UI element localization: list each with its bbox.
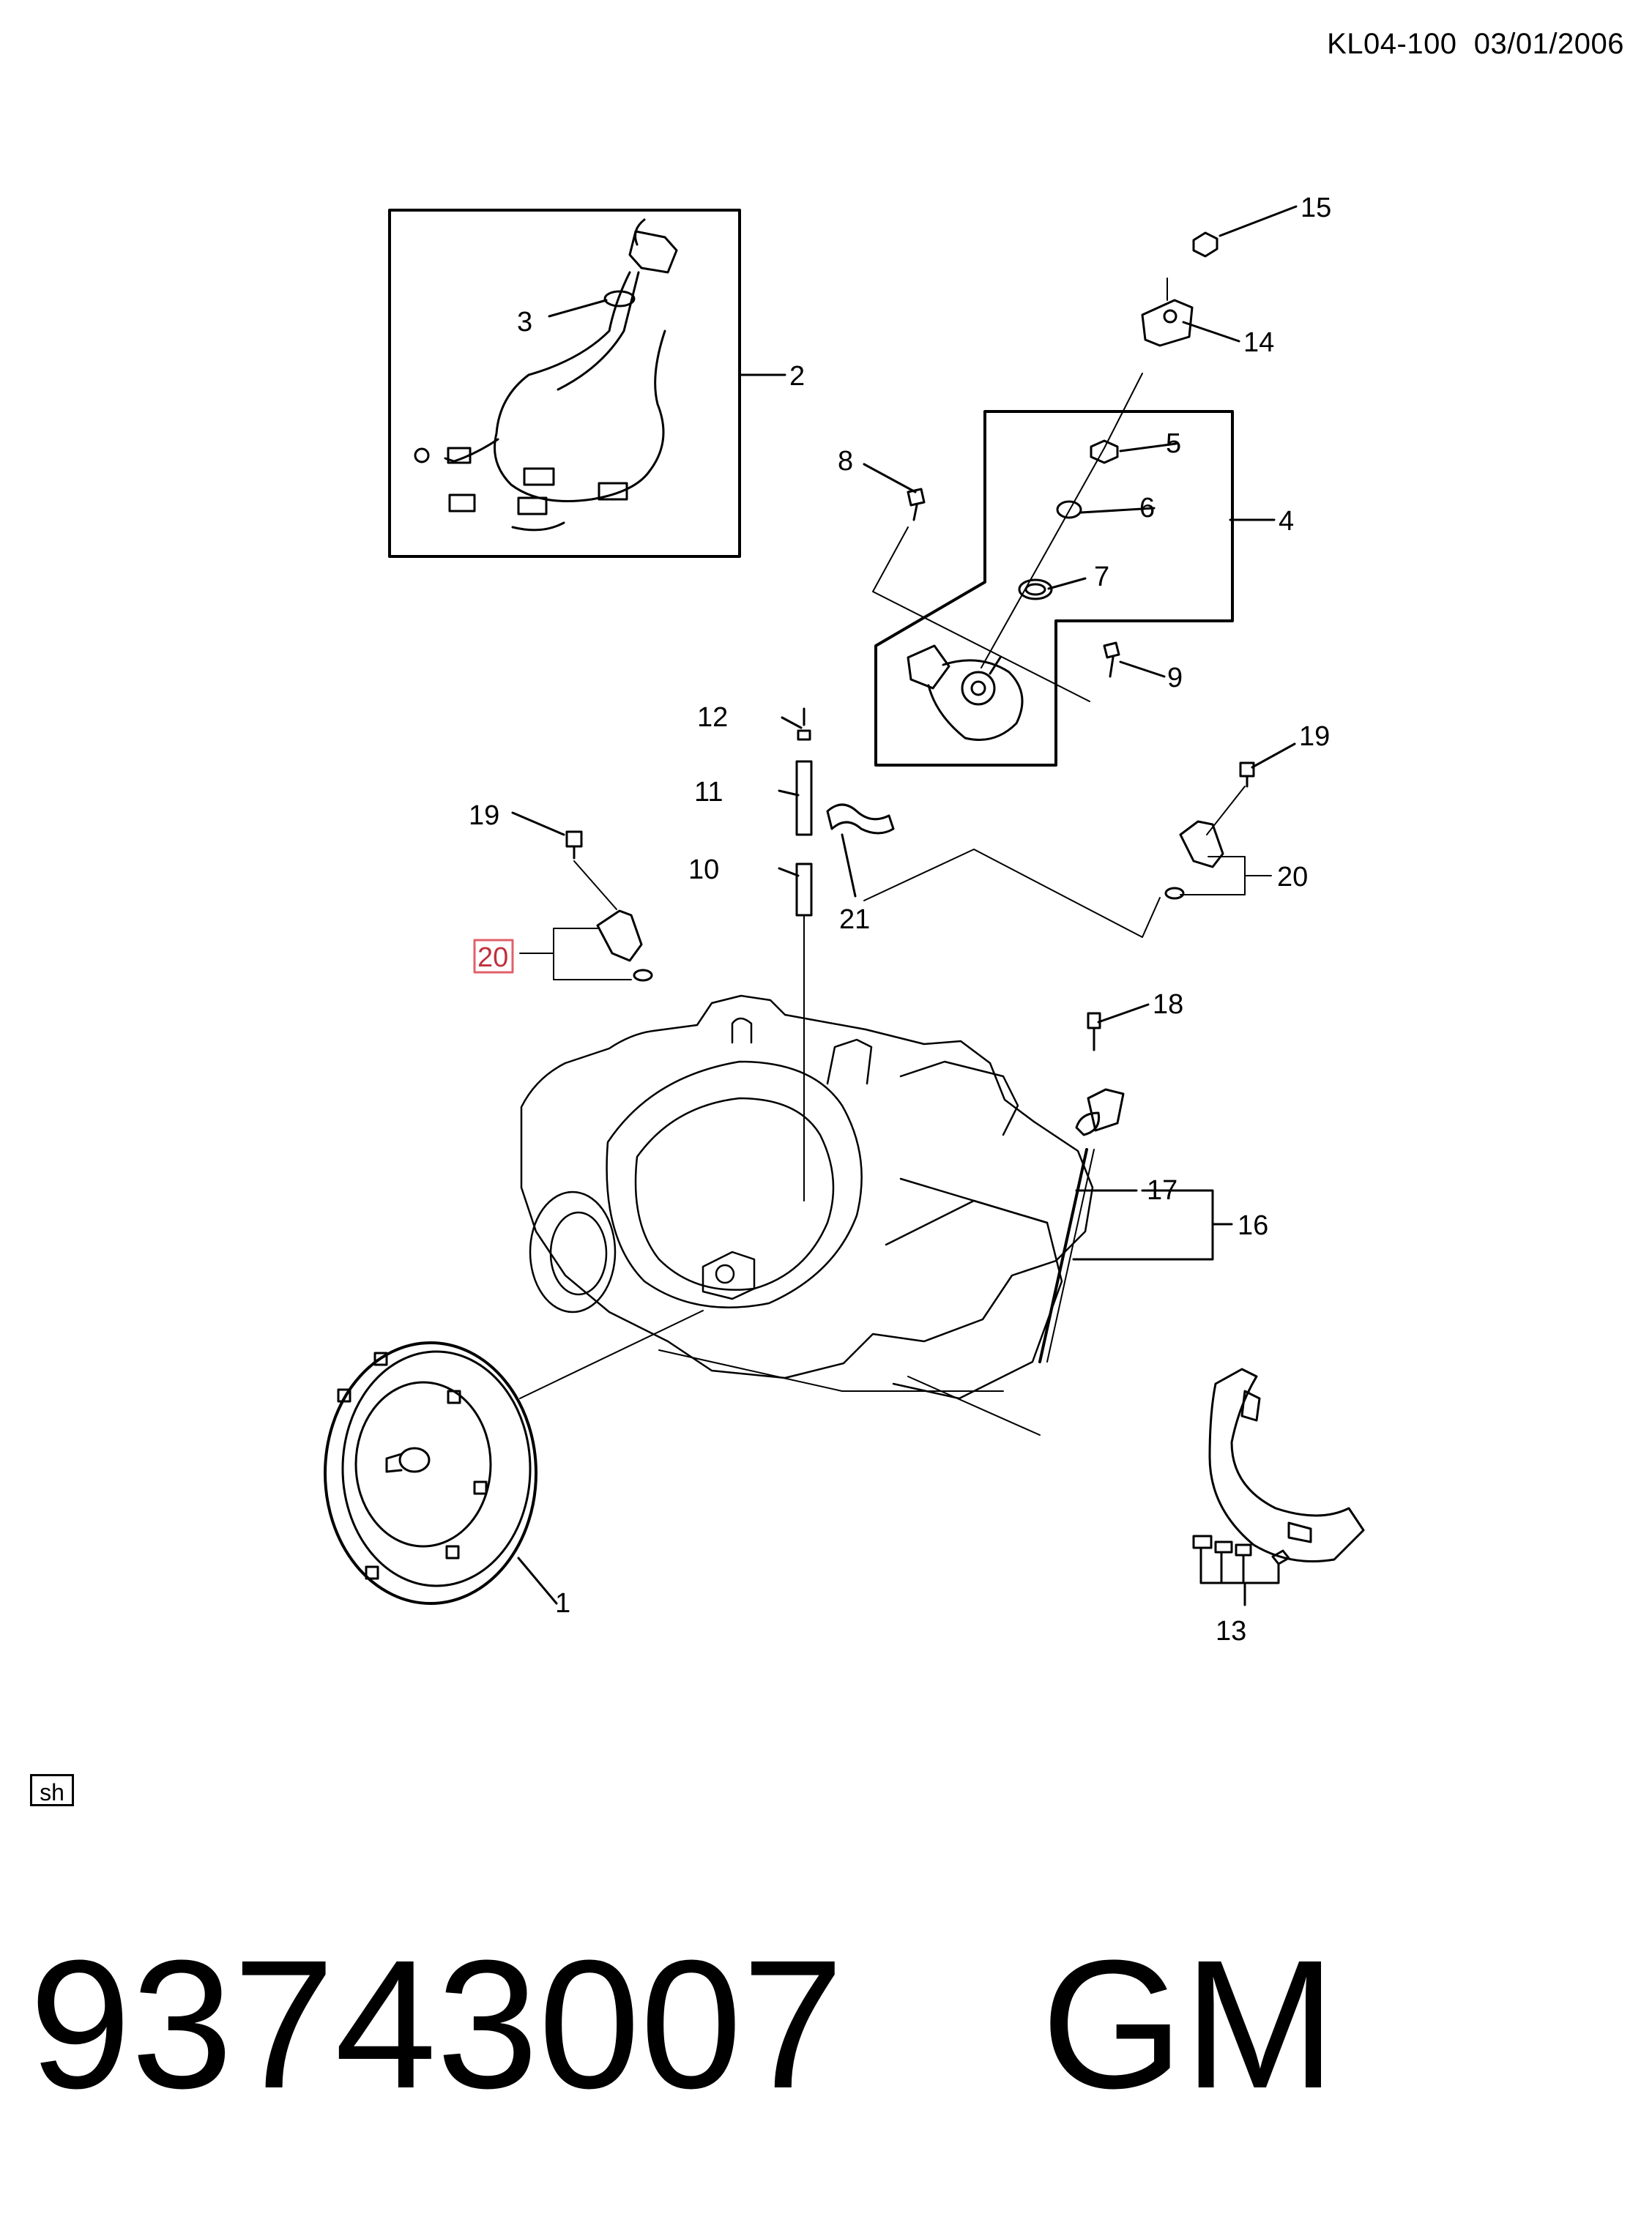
callout-21: 21 xyxy=(839,904,870,935)
callout-10: 10 xyxy=(688,854,719,885)
callout-labels: 1 2 3 4 5 6 7 8 9 10 11 12 13 14 15 16 1… xyxy=(469,193,1331,1647)
transmission-housing xyxy=(520,994,1094,1436)
harness-box xyxy=(388,209,741,558)
heat-shield xyxy=(1192,1368,1365,1606)
highlighted-callout-box xyxy=(473,939,514,974)
callout-20-right: 20 xyxy=(1277,862,1308,893)
callout-6: 6 xyxy=(1139,493,1155,523)
callout-19-left: 19 xyxy=(469,800,499,831)
leader-lines xyxy=(511,205,1298,1024)
callout-16: 16 xyxy=(1238,1210,1268,1241)
callout-11: 11 xyxy=(694,777,723,808)
harness-group xyxy=(388,209,741,558)
callout-8: 8 xyxy=(838,446,853,477)
callout-15: 15 xyxy=(1301,193,1331,223)
switch-box xyxy=(874,410,1234,767)
brand-name: GM xyxy=(1041,1922,1336,2126)
exploded-transmission-diagram: 1 2 3 4 5 6 7 8 9 10 11 12 13 14 15 16 1… xyxy=(324,193,1365,1647)
callout-4: 4 xyxy=(1279,506,1294,537)
diagram-date: 03/01/2006 xyxy=(1473,28,1624,60)
callout-5: 5 xyxy=(1166,428,1181,459)
part-number: 93743007 xyxy=(29,1922,844,2126)
switch-group xyxy=(874,373,1234,767)
callout-7: 7 xyxy=(1094,562,1109,592)
torque-converter xyxy=(324,1341,558,1605)
callout-3: 3 xyxy=(517,307,532,338)
callout-9: 9 xyxy=(1167,663,1183,693)
callout-2: 2 xyxy=(789,361,805,392)
callout-14: 14 xyxy=(1243,327,1274,358)
diagram-header: KL04-100 03/01/2006 xyxy=(1327,28,1624,61)
callout-20-left: 20 xyxy=(477,942,508,973)
callout-17: 17 xyxy=(1147,1175,1177,1206)
callout-1: 1 xyxy=(555,1588,570,1619)
callout-13: 13 xyxy=(1216,1616,1246,1647)
footer-part-number-row: 93743007 GM xyxy=(29,1933,1336,2116)
callout-12: 12 xyxy=(697,702,728,733)
callout-18: 18 xyxy=(1153,989,1183,1020)
diagram-code: KL04-100 xyxy=(1327,28,1457,60)
callout-19-right: 19 xyxy=(1299,721,1330,752)
sheet-tag: sh xyxy=(30,1774,74,1806)
